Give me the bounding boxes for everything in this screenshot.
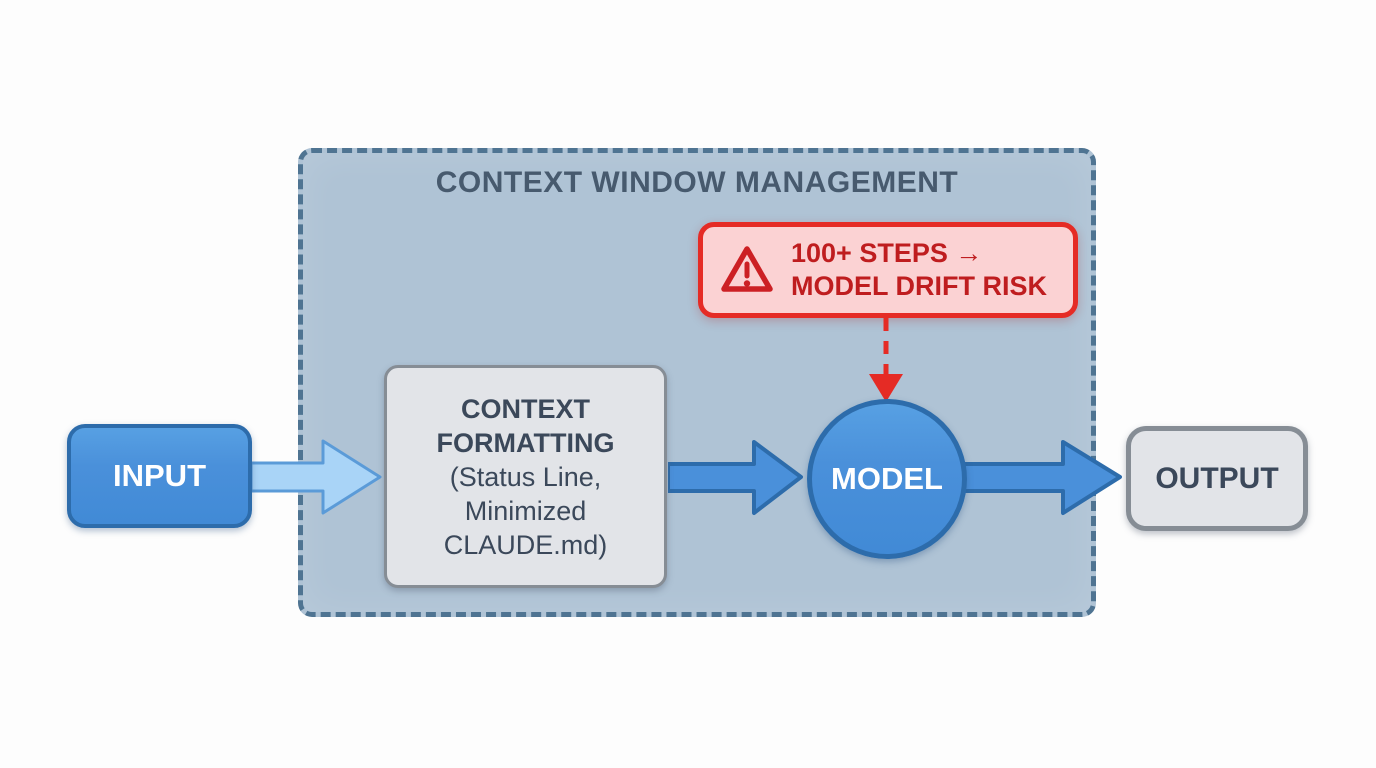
- input-node-label: INPUT: [113, 458, 206, 493]
- context-formatting-node: CONTEXT FORMATTING (Status Line, Minimiz…: [384, 365, 667, 588]
- model-node-label: MODEL: [831, 461, 943, 496]
- context-formatting-subtitle: (Status Line, Minimized CLAUDE.md): [443, 461, 608, 560]
- input-node: INPUT: [67, 424, 252, 528]
- warning-line-2: MODEL DRIFT RISK: [791, 271, 1047, 301]
- output-node-label: OUTPUT: [1155, 461, 1279, 495]
- context-to-model-arrow: [668, 440, 803, 515]
- model-to-output-arrow: [963, 440, 1122, 515]
- input-to-context-arrow: [250, 439, 382, 515]
- output-node: OUTPUT: [1126, 426, 1308, 531]
- container-title: CONTEXT WINDOW MANAGEMENT: [435, 166, 959, 199]
- model-drift-warning-box: 100+ STEPS → MODEL DRIFT RISK: [698, 222, 1078, 318]
- context-formatting-title: CONTEXT FORMATTING: [436, 393, 615, 458]
- warning-triangle-icon: [719, 244, 775, 296]
- warning-text: 100+ STEPS → MODEL DRIFT RISK: [791, 237, 1047, 303]
- model-node: MODEL: [807, 399, 967, 559]
- drift-risk-arrow: [869, 318, 903, 402]
- warning-line-1: 100+ STEPS →: [791, 238, 983, 268]
